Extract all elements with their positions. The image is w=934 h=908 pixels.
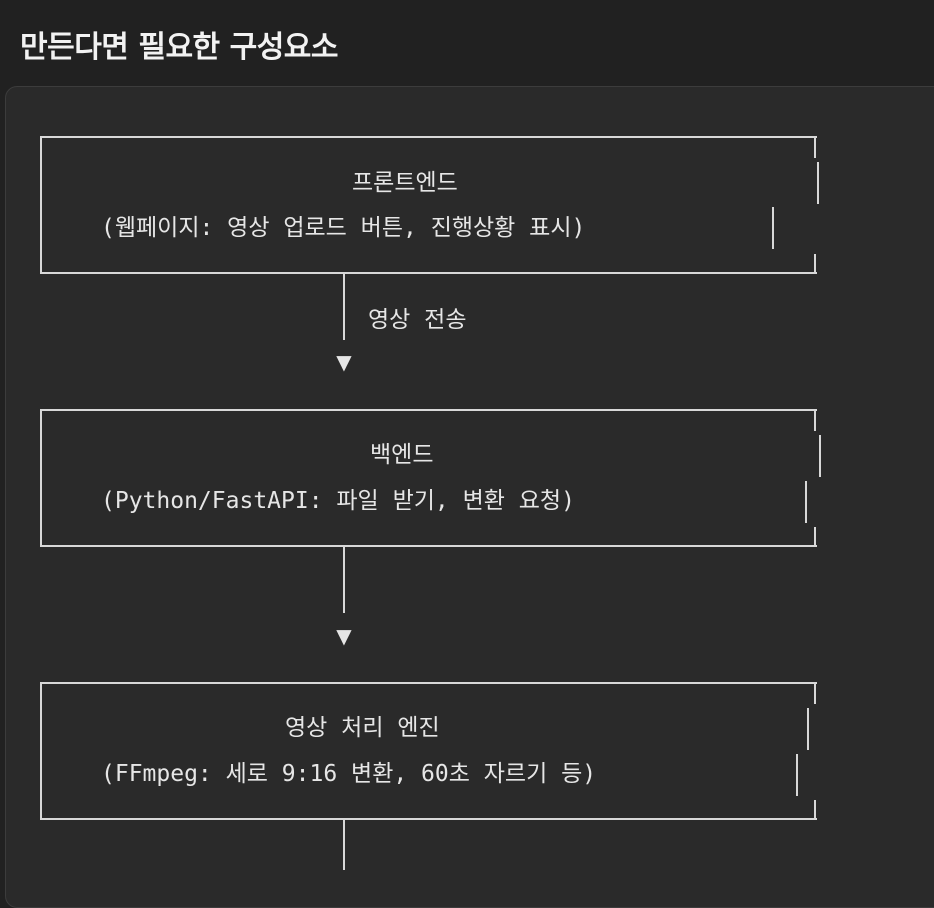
box-description: (Python/FastAPI: 파일 받기, 변환 요청) — [101, 488, 575, 514]
box-description: (FFmpeg: 세로 9:16 변환, 60초 자르기 등) — [101, 761, 597, 787]
box-description: (웹페이지: 영상 업로드 버튼, 진행상황 표시) — [101, 215, 586, 241]
connector-label: 영상 전송 — [368, 307, 467, 333]
arrow-down-icon: ▼ — [336, 350, 352, 374]
code-block — [5, 86, 934, 908]
box-title: 영상 처리 엔진 — [285, 715, 440, 741]
section-heading: 만든다면 필요한 구성요소 — [20, 30, 339, 65]
connector-3 — [343, 820, 345, 870]
box-title: 프론트엔드 — [352, 170, 458, 196]
arrow-down-icon: ▼ — [336, 624, 352, 648]
box-title: 백엔드 — [370, 442, 434, 468]
